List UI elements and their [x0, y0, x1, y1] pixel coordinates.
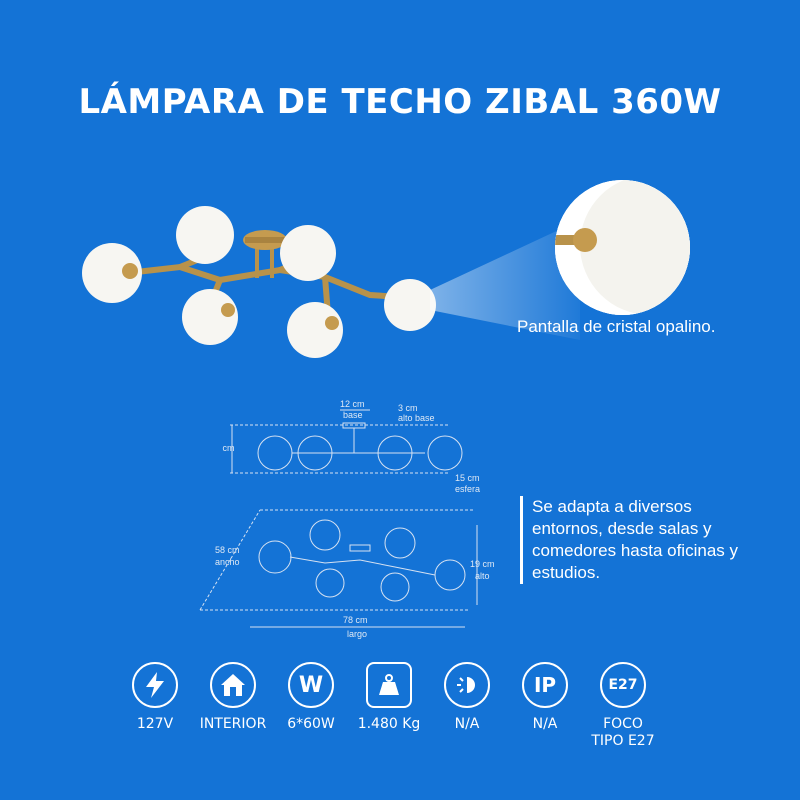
height-label: alto — [475, 571, 490, 581]
base-width-text: 12 cm — [340, 399, 365, 409]
e27-icon: E27 — [600, 662, 646, 708]
height-side-text: 18 cm — [220, 443, 235, 453]
spec-voltage: 127V — [110, 662, 200, 733]
watt-icon: W — [288, 662, 334, 708]
description-text: Se adapta a diversos entornos, desde sal… — [520, 496, 762, 584]
side-view-diagram: 12 cm base 3 cm alto base 18 cm 15 cm es… — [220, 399, 480, 494]
detail-closeup — [555, 180, 690, 315]
base-height-label: alto base — [398, 413, 435, 423]
ip-icon: IP — [522, 662, 568, 708]
spec-label: FOCO TIPO E27 — [591, 716, 655, 749]
sphere-text: 15 cm — [455, 473, 480, 483]
length-text: 78 cm — [343, 615, 368, 625]
dimmer-icon — [444, 662, 490, 708]
lightning-icon — [132, 662, 178, 708]
length-label: largo — [347, 629, 367, 639]
spec-label: 6*60W — [287, 716, 335, 732]
base-width-label: base — [343, 410, 363, 420]
perspective-diagram: 58 cm ancho 19 cm alto 78 cm largo — [199, 509, 495, 639]
specs-row: 127V INTERIOR W 6*60W 1.480 Kg N/A IP N/… — [110, 662, 690, 772]
width-label: ancho — [215, 557, 240, 567]
spec-dimmer: N/A — [422, 662, 512, 733]
page-title: LÁMPARA DE TECHO ZIBAL 360W — [78, 82, 722, 122]
spec-label: INTERIOR — [199, 716, 267, 732]
spec-wattage: W 6*60W — [266, 662, 356, 733]
house-icon — [210, 662, 256, 708]
width-text: 58 cm — [215, 545, 240, 555]
spec-weight: 1.480 Kg — [344, 662, 434, 733]
weight-icon — [366, 662, 412, 708]
light-beam — [430, 220, 580, 340]
spec-label: 127V — [136, 716, 174, 732]
sphere-label: esfera — [455, 484, 480, 494]
spec-location: INTERIOR — [188, 662, 278, 733]
spec-label: N/A — [532, 716, 558, 732]
spec-label: N/A — [454, 716, 480, 732]
glass-caption: Pantalla de cristal opalino. — [517, 317, 716, 336]
spec-ip: IP N/A — [500, 662, 590, 733]
base-height-text: 3 cm — [398, 403, 418, 413]
spec-label: 1.480 Kg — [357, 716, 421, 732]
height-text: 19 cm — [470, 559, 495, 569]
spec-bulb: E27 FOCO TIPO E27 — [578, 662, 668, 750]
lamp-image — [82, 206, 436, 358]
